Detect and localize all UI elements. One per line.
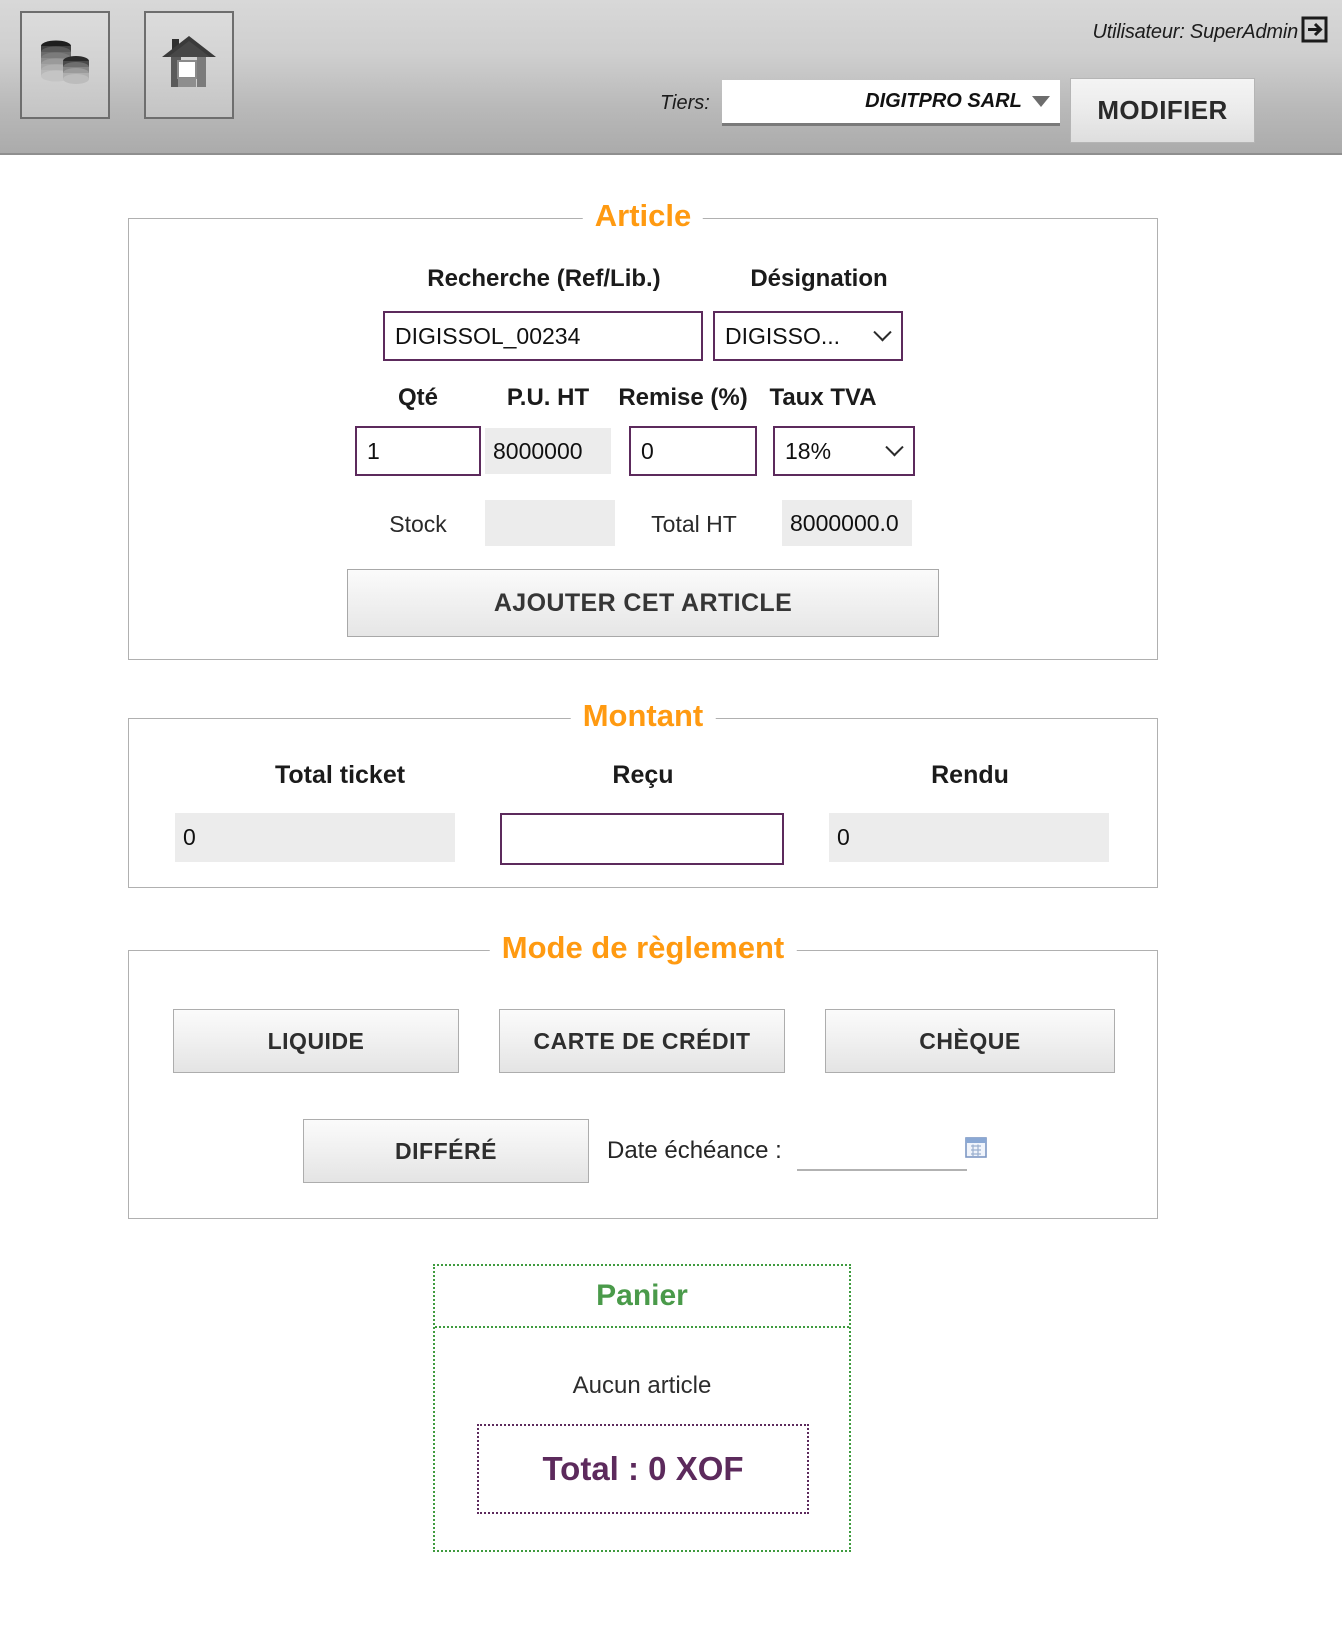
app-header: Utilisateur: SuperAdmin Tiers: DIGITPRO … [0,0,1342,155]
mode-reglement-section: Mode de règlement LIQUIDE CARTE DE CRÉDI… [128,930,1158,1219]
remise-input[interactable]: 0 [629,426,757,476]
stock-field [485,500,615,546]
montant-legend: Montant [570,698,716,734]
article-legend: Article [582,198,704,234]
article-section: Article Recherche (Ref/Lib.) Désignation… [128,198,1158,660]
panier-total-text: Total : 0 XOF [542,1450,744,1487]
tiers-value: DIGITPRO SARL [865,90,1022,112]
designation-select[interactable]: DIGISSO... [713,311,903,361]
remise-label: Remise (%) [618,384,748,411]
total-ht-field: 8000000.0 [782,500,912,546]
calendar-icon[interactable] [965,1136,987,1163]
liquide-button[interactable]: LIQUIDE [173,1009,459,1073]
modifier-button[interactable]: MODIFIER [1070,78,1255,143]
designation-label: Désignation [750,265,888,292]
stock-label: Stock [389,511,447,537]
recu-label: Reçu [612,761,674,789]
tiers-row: Tiers: DIGITPRO SARL [660,80,1060,126]
total-ticket-field: 0 [175,813,455,862]
home-button[interactable] [144,11,234,119]
puht-label: P.U. HT [506,384,590,411]
date-echeance-input[interactable] [797,1129,967,1171]
ajouter-article-button[interactable]: AJOUTER CET ARTICLE [347,569,939,637]
coins-button[interactable] [20,11,110,119]
montant-section: Montant Total ticket Reçu Rendu 0 0 [128,698,1158,888]
qte-input[interactable]: 1 [355,426,481,476]
recherche-label: Recherche (Ref/Lib.) [427,265,661,292]
logout-icon[interactable] [1301,16,1328,48]
tva-select[interactable]: 18% [773,426,915,476]
carte-credit-button[interactable]: CARTE DE CRÉDIT [499,1009,785,1073]
puht-field: 8000000 [485,428,611,474]
date-echeance-label: Date échéance : [607,1137,782,1164]
panier-empty-text: Aucun article [572,1372,712,1399]
user-info: Utilisateur: SuperAdmin [1093,16,1329,48]
tva-label: Taux TVA [769,384,877,411]
mode-reglement-legend: Mode de règlement [489,930,797,966]
tiers-select[interactable]: DIGITPRO SARL [721,80,1060,126]
rendu-label: Rendu [931,761,1009,789]
coins-icon [35,34,95,97]
cheque-button[interactable]: CHÈQUE [825,1009,1115,1073]
tiers-label: Tiers: [660,91,710,114]
recu-input[interactable] [500,813,784,865]
panier-section: Panier Aucun article Total : 0 XOF [433,1264,851,1552]
tva-value: 18% [785,437,832,464]
panier-title: Panier [435,1266,849,1328]
chevron-down-icon [885,437,904,456]
designation-value: DIGISSO... [725,322,841,349]
panier-total-box: Total : 0 XOF [477,1424,809,1514]
user-label: Utilisateur: SuperAdmin [1092,20,1299,43]
chevron-down-icon [873,322,892,341]
home-icon [158,33,220,98]
qte-label: Qté [397,384,438,411]
recherche-input[interactable]: DIGISSOL_00234 [383,311,703,361]
differe-button[interactable]: DIFFÉRÉ [303,1119,589,1183]
total-ticket-label: Total ticket [274,761,406,789]
rendu-field: 0 [829,813,1109,862]
caret-down-icon [1031,96,1050,107]
total-ht-label: Total HT [651,511,737,537]
